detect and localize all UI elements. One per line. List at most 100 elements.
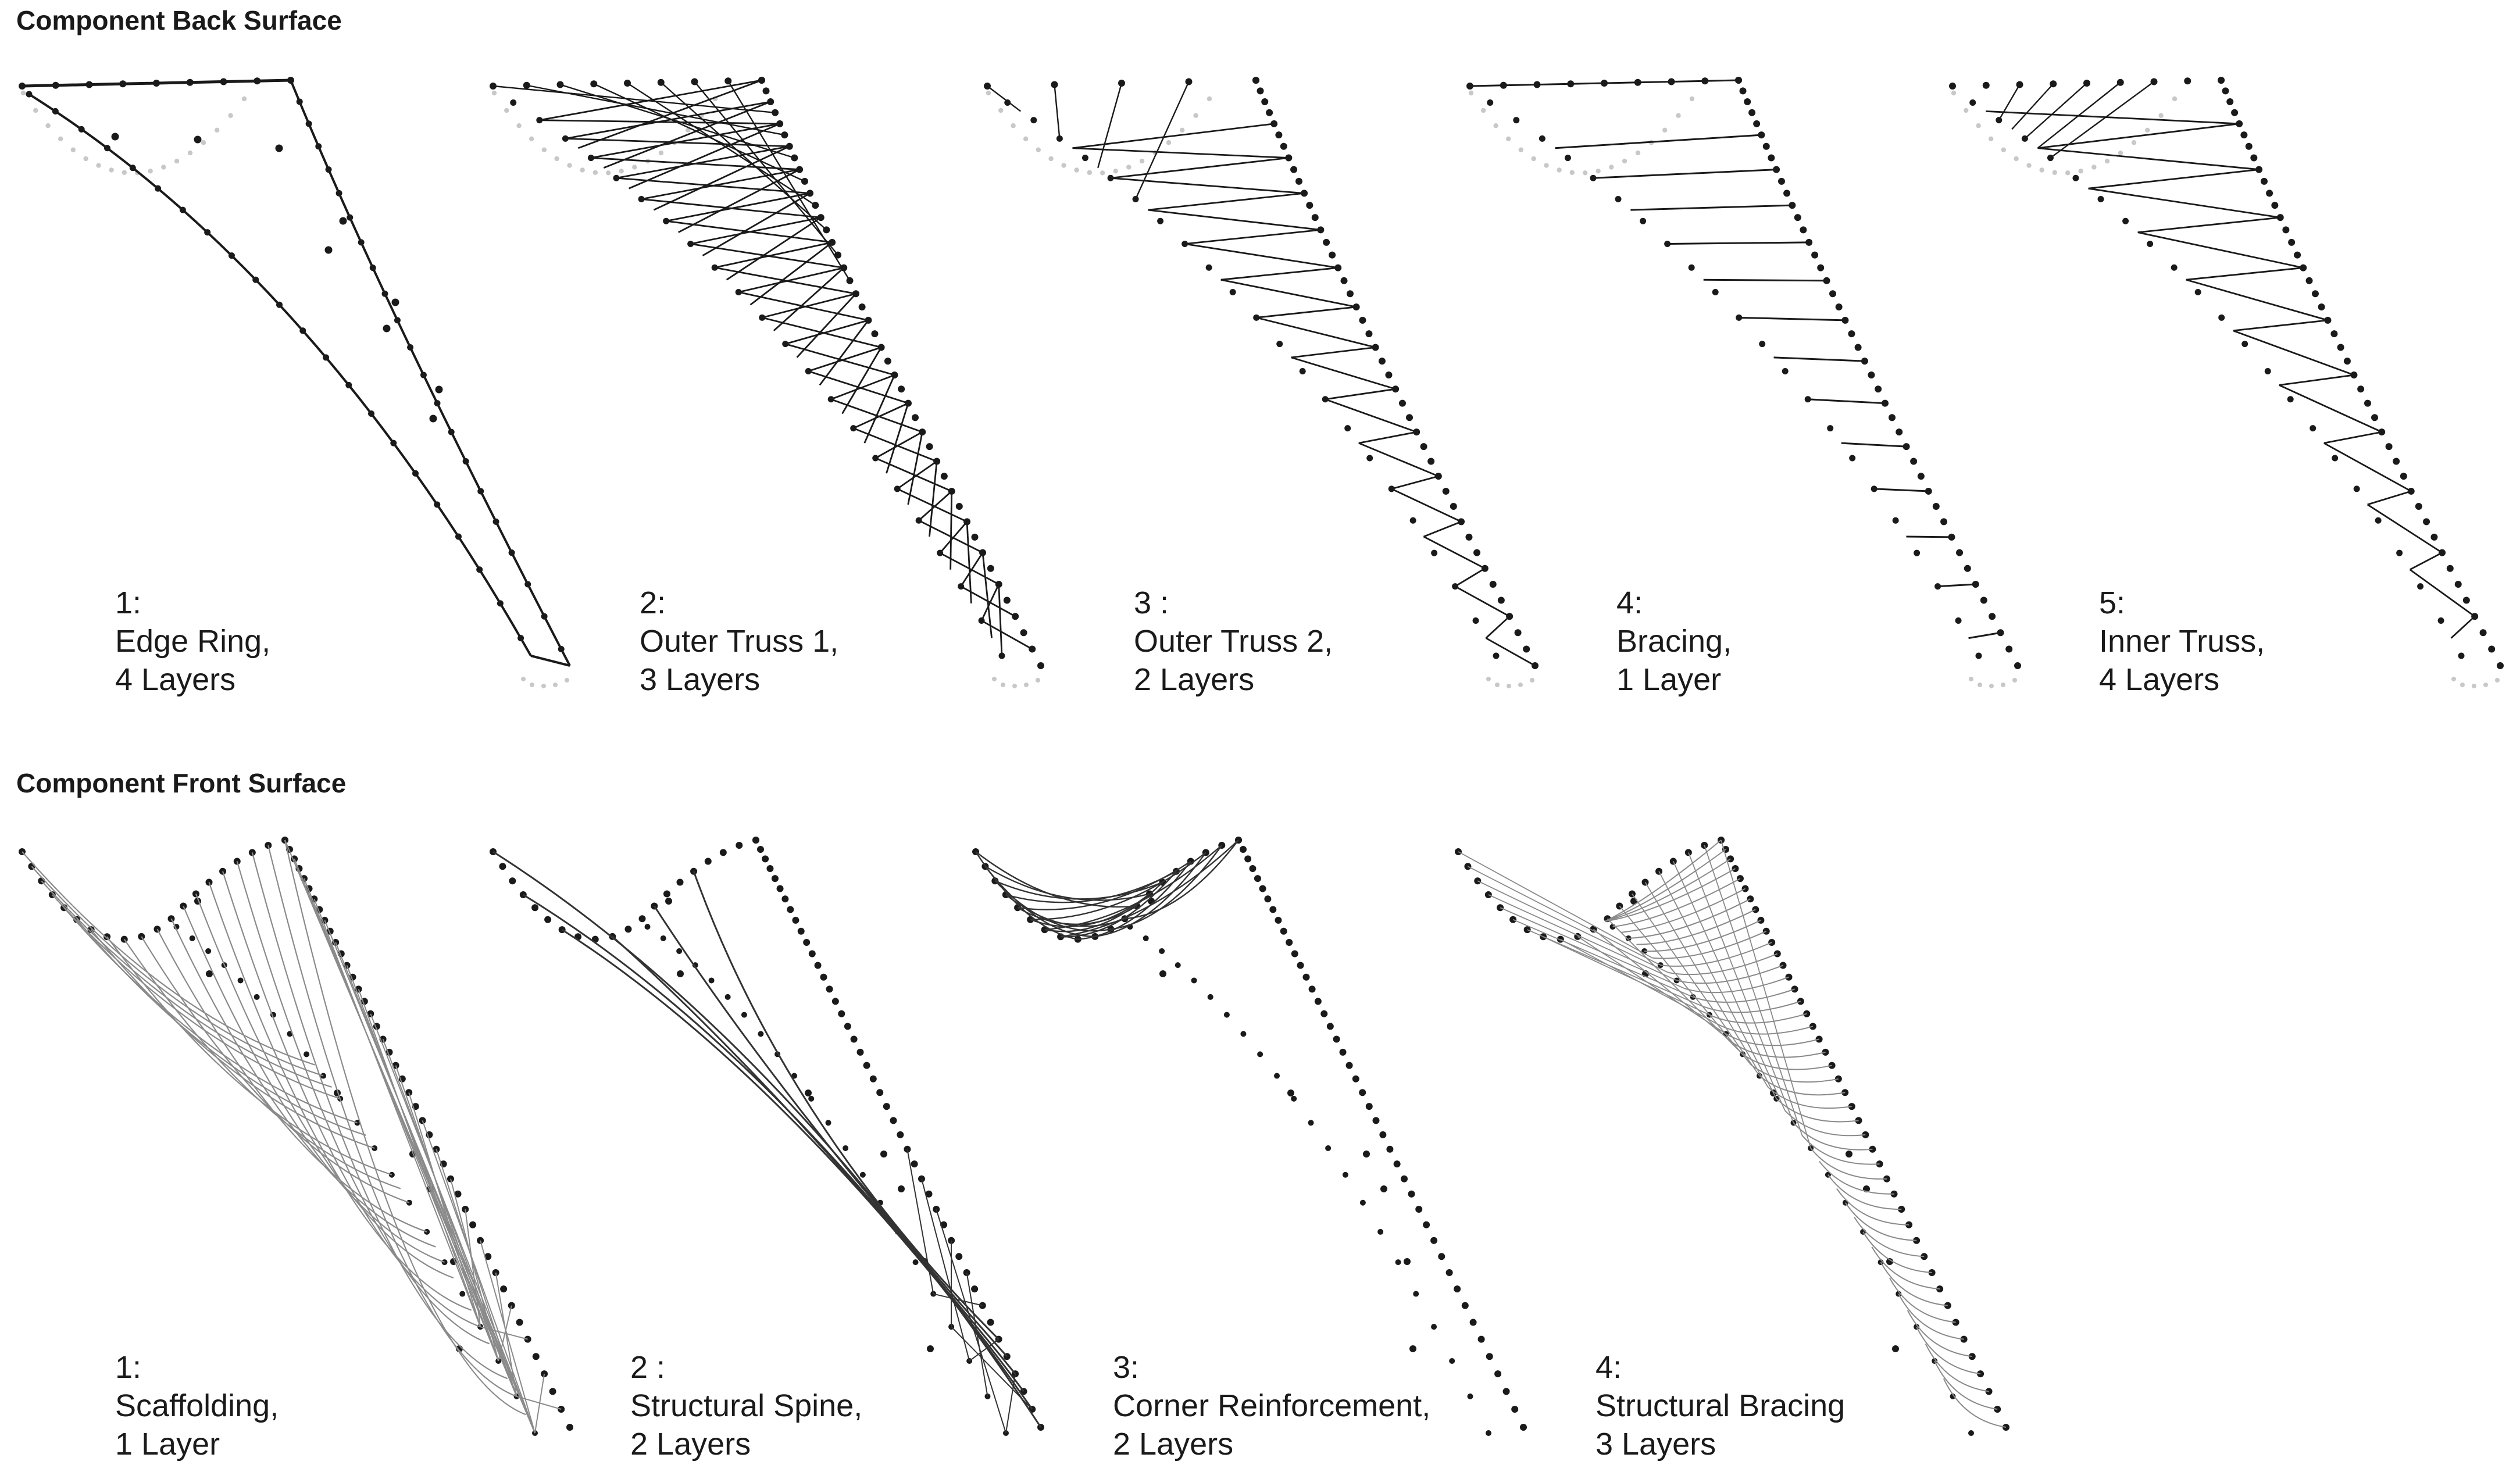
strut-line	[395, 1065, 499, 1362]
node-dot	[1509, 916, 1517, 923]
node-dot	[85, 81, 93, 88]
strut-line	[1184, 243, 1338, 269]
node-dot	[820, 973, 827, 981]
node-dot	[407, 344, 414, 351]
node-dot	[1511, 1406, 1519, 1413]
bracing-curve	[1604, 868, 1736, 922]
node-dot	[2014, 662, 2021, 669]
node-dot	[1996, 117, 2003, 124]
node-dot	[2371, 414, 2379, 421]
strut-line	[653, 145, 790, 211]
node-dot	[912, 414, 919, 421]
ghost-dot	[1481, 108, 1486, 113]
node-dot	[305, 120, 312, 127]
node-dot	[2288, 238, 2296, 246]
strut-line	[1986, 110, 2240, 125]
node-dot	[1280, 142, 1287, 150]
node-dot	[898, 385, 905, 393]
bracing-curve	[1628, 898, 1751, 939]
ghost-dot	[516, 123, 522, 128]
node-dot	[1333, 1035, 1340, 1043]
strut-line	[1458, 851, 1653, 959]
node-dot	[1739, 87, 1747, 95]
node-dot	[1472, 617, 1479, 624]
node-dot	[1921, 1253, 1928, 1260]
node-dot	[1841, 1089, 1849, 1096]
node-dot	[1969, 99, 1976, 106]
node-dot	[1175, 962, 1181, 969]
strut-line	[738, 267, 844, 293]
node-dot	[1800, 226, 1807, 234]
strut-line	[539, 79, 762, 122]
ghost-dot	[2495, 678, 2500, 683]
node-dot	[644, 924, 651, 930]
node-dot	[1223, 1012, 1230, 1018]
node-dot	[2287, 396, 2294, 403]
node-dot	[296, 98, 303, 105]
node-dot	[871, 330, 879, 338]
node-dot	[1275, 131, 1283, 139]
node-dot	[391, 298, 399, 306]
node-dot	[1539, 135, 1545, 142]
strut-line	[324, 920, 536, 1434]
node-dot	[324, 246, 333, 254]
strut-line	[966, 1272, 988, 1397]
node-dot	[1393, 1160, 1401, 1168]
node-dot	[1159, 970, 1166, 977]
strut-line	[1512, 919, 1693, 998]
strut-line	[1500, 907, 1685, 989]
node-dot	[1297, 962, 1304, 969]
strut-line	[897, 488, 968, 523]
node-dot	[1143, 935, 1149, 941]
node-dot	[369, 265, 376, 271]
ghost-dot	[1518, 147, 1524, 152]
node-dot	[1254, 875, 1261, 883]
node-dot	[756, 845, 764, 853]
strut-line	[933, 1293, 983, 1306]
ghost-dot	[2472, 684, 2476, 688]
node-dot	[987, 1319, 994, 1326]
strut-line	[436, 1149, 517, 1397]
caption-layers: 3 Layers	[1595, 1427, 1716, 1462]
node-dot	[1291, 950, 1298, 958]
strut-line	[2233, 319, 2328, 332]
node-dot	[532, 1353, 540, 1360]
node-dot	[2357, 385, 2365, 393]
node-dot	[499, 863, 506, 870]
ghost-dot	[1036, 678, 1040, 683]
strut-line	[796, 293, 857, 358]
bracing-curve	[1604, 849, 1726, 922]
node-dot	[1400, 1175, 1408, 1183]
ghost-dot	[580, 167, 585, 173]
node-dot	[1477, 1335, 1485, 1343]
node-dot	[2276, 214, 2284, 222]
caption-layers: 2 Layers	[1134, 662, 1255, 697]
node-dot	[1744, 98, 1751, 105]
ghost-dot	[521, 677, 526, 681]
ring-line	[28, 93, 532, 656]
node-dot	[803, 938, 811, 946]
node-dot	[1982, 81, 1990, 89]
node-dot	[1359, 1199, 1366, 1206]
node-dot	[1783, 190, 1791, 197]
ghost-dot	[2460, 683, 2465, 687]
thread-curve	[251, 852, 508, 1380]
strut-line	[808, 370, 909, 404]
ghost-dot	[1468, 90, 1474, 96]
node-dot	[1352, 1075, 1359, 1083]
node-dot	[1465, 533, 1473, 541]
strut-line	[480, 1326, 528, 1340]
node-dot	[676, 878, 684, 886]
strut-line	[1454, 585, 1510, 617]
node-dot	[2005, 645, 2013, 653]
ghost-dot	[1495, 683, 1500, 687]
node-dot	[492, 1269, 499, 1276]
node-dot	[1207, 994, 1213, 1000]
node-dot	[1892, 517, 1899, 524]
node-dot	[388, 1171, 395, 1178]
strut-line	[694, 81, 839, 256]
strut-line	[2088, 187, 2280, 219]
node-dot	[2378, 428, 2386, 436]
node-dot	[424, 1228, 430, 1235]
node-dot	[1409, 517, 1416, 524]
